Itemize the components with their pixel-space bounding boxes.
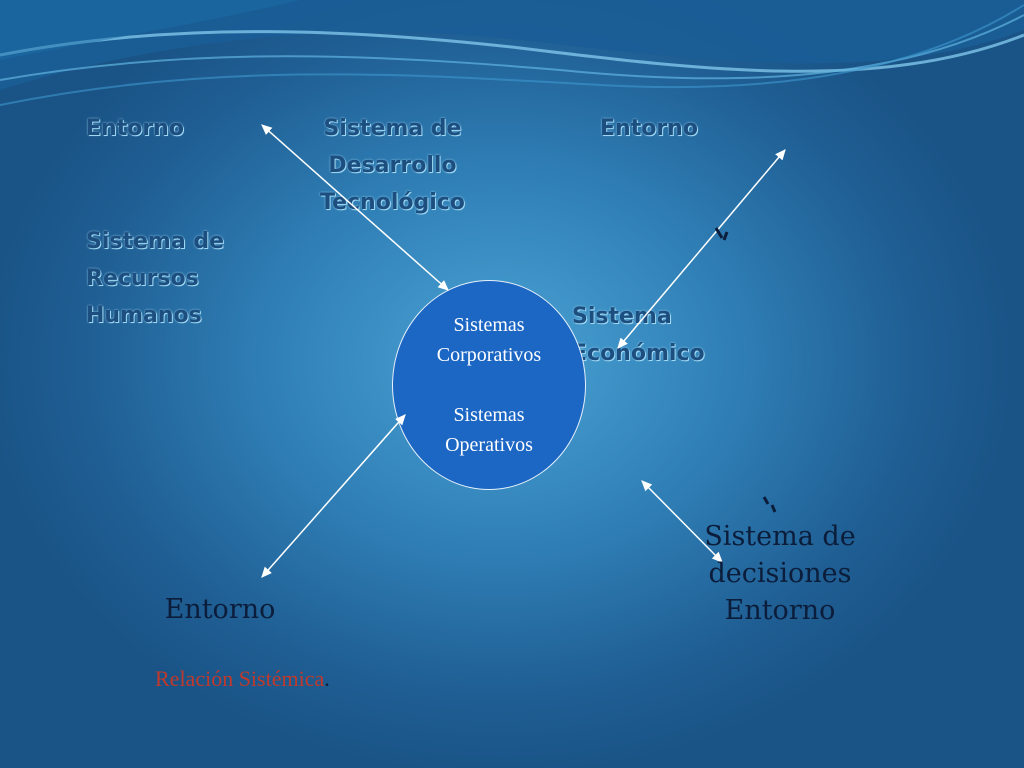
- center-line-1: Sistemas: [453, 314, 525, 336]
- small-mark-top: [714, 227, 729, 241]
- caption-text: Relación Sistémica: [155, 666, 325, 691]
- bottom-left-entorno-label: Entorno: [164, 594, 276, 625]
- center-line-3: Sistemas: [453, 404, 525, 426]
- top-right-entorno-label: Entorno: [600, 116, 698, 141]
- center-line-4: Operativos: [445, 434, 533, 456]
- top-left-entorno-label: Entorno: [86, 116, 184, 141]
- caption: Relación Sistémica.: [155, 666, 330, 692]
- corporate-operative-systems-node: Sistemas Corporativos Sistemas Operativo…: [392, 280, 586, 490]
- caption-period: .: [324, 666, 330, 691]
- decision-system-label: Sistema de decisiones Entorno: [704, 521, 856, 626]
- arrow-top-left: [261, 124, 449, 291]
- arrow-bottom-left: [261, 414, 406, 578]
- arrow-top-right: [617, 149, 786, 349]
- center-line-2: Corporativos: [436, 344, 542, 366]
- arrow-bottom-right: [641, 480, 723, 563]
- decorative-waves: [0, 0, 1024, 106]
- human-resources-system-label: Sistema de Recursos Humanos: [86, 229, 225, 328]
- small-mark-bottom: [762, 496, 777, 513]
